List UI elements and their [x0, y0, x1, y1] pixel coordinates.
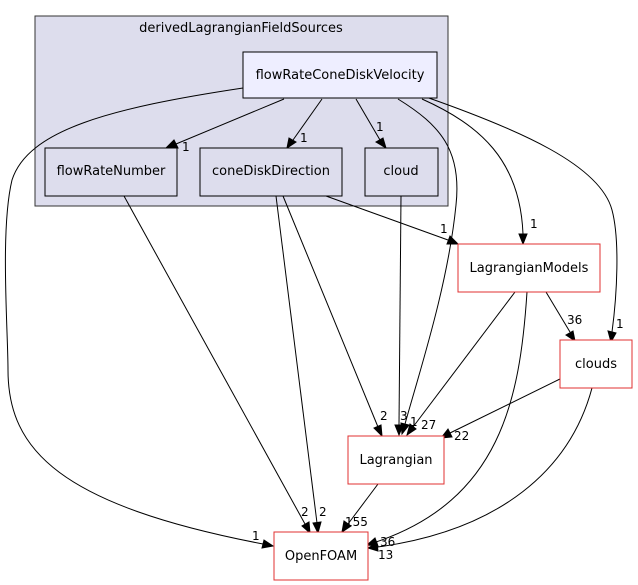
- node-label: clouds: [575, 357, 617, 372]
- edge-lagrangianmodels-clouds: 36: [545, 291, 582, 343]
- node-label: flowRateNumber: [57, 164, 166, 179]
- edge-label: 3: [400, 409, 408, 423]
- edge-label: 1: [410, 415, 418, 429]
- edge-label: 2: [301, 505, 309, 519]
- edge-flowrateconediskvelocity-conediskdirection: 1: [286, 98, 323, 150]
- edge-lagrangian-openfoam: 155: [341, 483, 379, 534]
- edge-conediskdirection-lagrangian: 2: [282, 195, 388, 438]
- edge-label: 1: [616, 317, 624, 331]
- node-openfoam[interactable]: OpenFOAM: [273, 531, 369, 581]
- node-clouds[interactable]: clouds: [559, 339, 633, 389]
- node-label: Lagrangian: [359, 453, 432, 468]
- cluster-title: derivedLagrangianFieldSources: [139, 21, 343, 36]
- edge-label: 155: [345, 515, 368, 529]
- node-conediskdirection[interactable]: coneDiskDirection: [199, 147, 343, 197]
- node-cloud[interactable]: cloud: [364, 147, 439, 197]
- edge-label: 27: [421, 418, 436, 432]
- edge-label: 1: [530, 217, 538, 231]
- edge-flowrateconediskvelocity-cloud: 1: [355, 98, 387, 150]
- edge-label: 1: [300, 131, 308, 145]
- edge-flowrateconediskvelocity-flowratenumber: 1: [164, 98, 285, 154]
- edge-flowrateconediskvelocity-clouds: 1: [425, 96, 624, 344]
- node-lagrangian[interactable]: Lagrangian: [347, 435, 445, 485]
- edges: 1 1 1 1 1 1: [4, 87, 624, 562]
- edge-flowratenumber-openfoam: 2: [123, 195, 311, 535]
- node-lagrangianmodels[interactable]: LagrangianModels: [457, 243, 601, 293]
- edge-label: 1: [182, 140, 190, 154]
- edge-label: 1: [252, 529, 260, 543]
- node-label: cloud: [383, 164, 418, 179]
- node-label: LagrangianModels: [470, 261, 589, 276]
- edge-label: 13: [378, 548, 393, 562]
- edge-label: 22: [454, 429, 469, 443]
- node-label: OpenFOAM: [285, 549, 357, 564]
- node-label: coneDiskDirection: [212, 164, 330, 179]
- edge-clouds-openfoam: 13: [366, 387, 593, 562]
- edge-lagrangianmodels-lagrangian: 27: [406, 291, 516, 437]
- edge-flowrateconediskvelocity-lagrangianmodels: 1: [421, 98, 538, 246]
- edge-flowrateconediskvelocity-openfoam: 1: [4, 87, 275, 549]
- edge-label: 1: [376, 120, 384, 134]
- node-flowratenumber[interactable]: flowRateNumber: [44, 147, 178, 197]
- edge-label: 2: [319, 505, 327, 519]
- edge-clouds-lagrangian: 22: [439, 377, 563, 443]
- edge-cloud-lagrangian: 3: [394, 195, 408, 437]
- edge-label: 1: [440, 222, 448, 236]
- edge-lagrangianmodels-openfoam: 36: [365, 291, 528, 549]
- edge-label: 36: [380, 535, 395, 549]
- edge-label: 36: [567, 313, 582, 327]
- node-label: flowRateConeDiskVelocity: [256, 68, 425, 83]
- edge-conediskdirection-lagrangianmodels: 1: [325, 195, 460, 245]
- node-flowrateconediskvelocity[interactable]: flowRateConeDiskVelocity: [242, 51, 438, 99]
- edge-label: 2: [380, 409, 388, 423]
- edge-conediskdirection-openfoam: 2: [275, 195, 327, 535]
